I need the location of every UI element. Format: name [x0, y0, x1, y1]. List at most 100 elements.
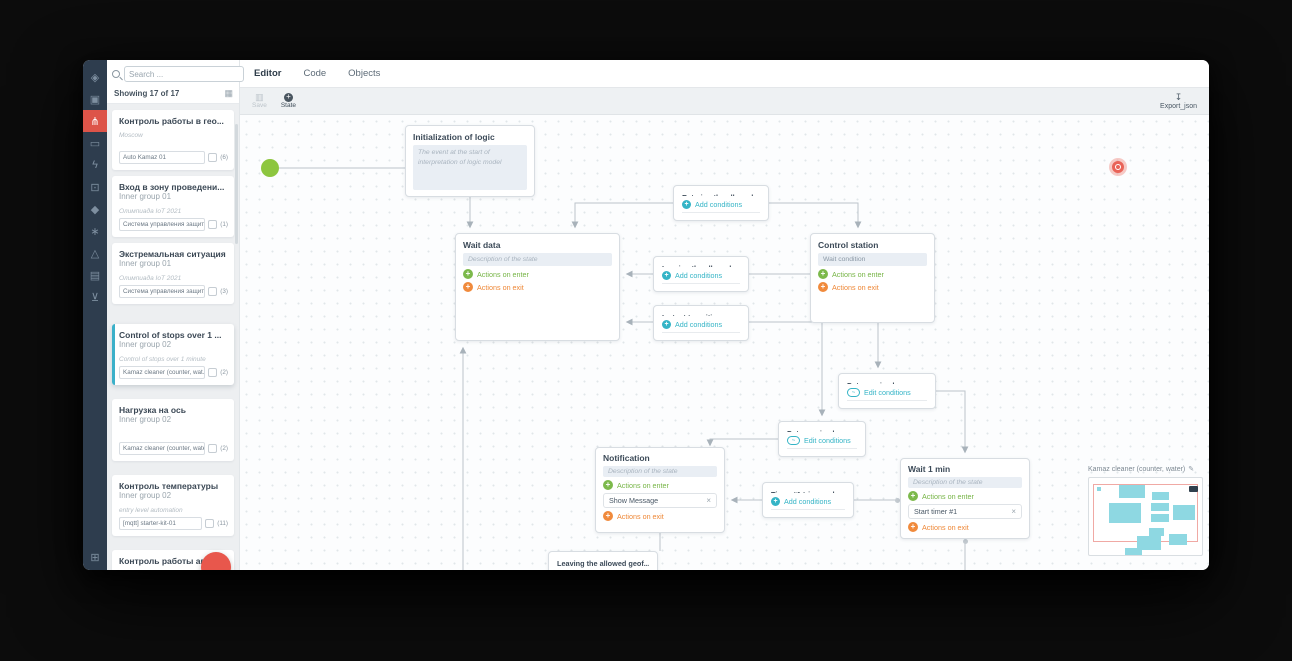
- rail-item-tags[interactable]: ◆: [83, 198, 107, 220]
- node-wait-1-min[interactable]: Wait 1 min Description of the state + Ac…: [900, 458, 1030, 539]
- plus-icon: +: [908, 491, 918, 501]
- node-leaving-geofence-bottom[interactable]: Leaving the allowed geof...: [548, 551, 658, 570]
- port-dot[interactable]: [895, 498, 900, 503]
- add-conditions-button[interactable]: + Add conditions: [771, 497, 845, 510]
- actions-on-exit-button[interactable]: + Actions on exit: [908, 522, 1022, 532]
- search-icon: [112, 70, 120, 78]
- device-row: Auto Kamaz 01 (6): [119, 150, 228, 164]
- action-item-start-timer[interactable]: Start timer #1 ×: [908, 504, 1022, 519]
- rail-item-devices[interactable]: ⊡: [83, 176, 107, 198]
- item-note: Олимпиада IoT 2021: [119, 274, 182, 282]
- automation-list: Контроль работы в гео... Moscow Auto Kam…: [107, 104, 239, 570]
- node-data-received-2[interactable]: Data received ~ Edit conditions: [778, 421, 866, 457]
- node-description[interactable]: Description of the state: [603, 466, 717, 477]
- item-title: Вход в зону проведени...: [119, 181, 225, 192]
- remove-action-icon[interactable]: ×: [1011, 507, 1016, 516]
- node-data-received-1[interactable]: Data received ~ Edit conditions: [838, 373, 936, 409]
- edit-conditions-button[interactable]: ~ Edit conditions: [847, 388, 927, 401]
- export-json-button[interactable]: ↧ Export_json: [1160, 92, 1197, 110]
- node-leaving-geofence[interactable]: Leaving the allowed geof... + Add condit…: [653, 256, 749, 292]
- node-description[interactable]: Wait condition: [818, 253, 927, 266]
- list-item[interactable]: Контроль температуры Inner group 02 entr…: [112, 474, 234, 536]
- node-timer-triggered[interactable]: Timer #1 triggered + Add conditions: [762, 482, 854, 518]
- edit-conditions-button[interactable]: ~ Edit conditions: [787, 436, 857, 449]
- results-count: Showing 17 of 17: [114, 89, 180, 98]
- node-description[interactable]: Description of the state: [463, 253, 612, 266]
- add-automation-button[interactable]: [201, 552, 231, 570]
- node-description[interactable]: Description of the state: [908, 477, 1022, 488]
- list-item[interactable]: Контроль работы в гео... Moscow Auto Kam…: [112, 110, 234, 170]
- actions-on-exit-button[interactable]: + Actions on exit: [603, 511, 717, 521]
- rail-item-bottom[interactable]: ⊞: [83, 546, 107, 568]
- tab-objects[interactable]: Objects: [348, 68, 381, 79]
- sidebar-scrollbar[interactable]: [235, 124, 238, 244]
- device-icon: [208, 367, 218, 377]
- item-title: Control of stops over 1 ...: [119, 329, 222, 340]
- list-item[interactable]: Вход в зону проведени... Inner group 01 …: [112, 175, 234, 237]
- node-initialization[interactable]: Initialization of logic The event at the…: [405, 125, 535, 197]
- node-entering-geofence[interactable]: Entering the allowed geof... + Add condi…: [673, 185, 769, 221]
- rail-item-documents[interactable]: ▤: [83, 264, 107, 286]
- device-chip[interactable]: Система управления защит...: [119, 284, 206, 298]
- node-title: Notification: [603, 453, 650, 463]
- node-notification[interactable]: Notification Description of the state + …: [595, 447, 725, 533]
- device-chip[interactable]: [mqtt] starter-kit-01: [119, 516, 203, 530]
- device-chip[interactable]: Kamaz cleaner (counter, water): [119, 441, 206, 455]
- actions-on-enter-button[interactable]: + Actions on enter: [908, 491, 1022, 501]
- plus-icon: +: [818, 269, 828, 279]
- node-title: Data received: [787, 429, 857, 432]
- node-description[interactable]: The event at the start of interpretation…: [413, 145, 527, 190]
- minimap[interactable]: [1088, 477, 1203, 556]
- tab-code[interactable]: Code: [303, 68, 327, 79]
- node-control-station[interactable]: Control station Wait condition + Actions…: [810, 233, 935, 323]
- rail-item-console[interactable]: ▭: [83, 132, 107, 154]
- device-count: (2): [220, 444, 228, 452]
- add-conditions-button[interactable]: + Add conditions: [662, 320, 740, 333]
- rail-item-modules[interactable]: ◈: [83, 66, 107, 88]
- console-icon: ▭: [89, 137, 101, 150]
- action-item-show-message[interactable]: Show Message ×: [603, 493, 717, 508]
- list-item-selected[interactable]: Control of stops over 1 ... Inner group …: [112, 323, 234, 385]
- device-chip[interactable]: Auto Kamaz 01: [119, 150, 206, 164]
- logic-canvas[interactable]: Initialization of logic The event at the…: [240, 115, 1209, 570]
- rail-item-analytics[interactable]: △: [83, 242, 107, 264]
- item-group: Inner group 02: [119, 491, 172, 501]
- action-label: Actions on enter: [617, 480, 669, 490]
- device-row: Система управления защит... (3): [119, 284, 228, 298]
- rail-item-dashboard[interactable]: ▣: [83, 88, 107, 110]
- tab-editor[interactable]: Editor: [254, 68, 282, 79]
- node-wait-data[interactable]: Wait data Description of the state + Act…: [455, 233, 620, 341]
- add-conditions-button[interactable]: + Add conditions: [662, 271, 740, 284]
- layout-grid-icon[interactable]: ▦: [224, 88, 233, 98]
- rail-item-lab[interactable]: ⊻: [83, 286, 107, 308]
- action-label: Actions on exit: [922, 522, 969, 532]
- list-item[interactable]: Нагрузка на ось Inner group 02 Kamaz cle…: [112, 398, 234, 461]
- add-state-button[interactable]: + State: [281, 92, 296, 110]
- actions-on-enter-button[interactable]: + Actions on enter: [818, 269, 927, 279]
- actions-on-exit-button[interactable]: + Actions on exit: [463, 282, 612, 292]
- actions-on-enter-button[interactable]: + Actions on enter: [603, 480, 717, 490]
- port-dot[interactable]: [963, 539, 968, 544]
- node-instant-transition[interactable]: Instant transition + Add conditions: [653, 305, 749, 341]
- plus-icon: +: [818, 282, 828, 292]
- device-chip[interactable]: Система управления защит...: [119, 217, 206, 231]
- item-group: Inner group 02: [119, 340, 172, 350]
- rail-item-events[interactable]: ϟ: [83, 154, 107, 176]
- action-label: Actions on exit: [832, 282, 879, 292]
- rail-item-automation[interactable]: ⋔: [83, 110, 107, 132]
- actions-on-exit-button[interactable]: + Actions on exit: [818, 282, 927, 292]
- save-button[interactable]: ▥ Save: [252, 92, 267, 110]
- start-node[interactable]: [261, 159, 279, 177]
- add-conditions-button[interactable]: + Add conditions: [682, 200, 760, 213]
- end-node[interactable]: [1112, 161, 1124, 173]
- plus-icon: +: [463, 282, 473, 292]
- attachment-icon[interactable]: ✎: [1188, 466, 1195, 473]
- remove-action-icon[interactable]: ×: [706, 496, 711, 505]
- device-chip[interactable]: Kamaz cleaner (counter, wat...: [119, 365, 206, 379]
- search-input[interactable]: [124, 66, 244, 82]
- list-item[interactable]: Экстремальная ситуация Inner group 01 Ол…: [112, 242, 234, 304]
- condition-icon: ~: [847, 388, 860, 397]
- item-group: Inner group 02: [119, 415, 172, 425]
- rail-item-settings[interactable]: ∗: [83, 220, 107, 242]
- actions-on-enter-button[interactable]: + Actions on enter: [463, 269, 612, 279]
